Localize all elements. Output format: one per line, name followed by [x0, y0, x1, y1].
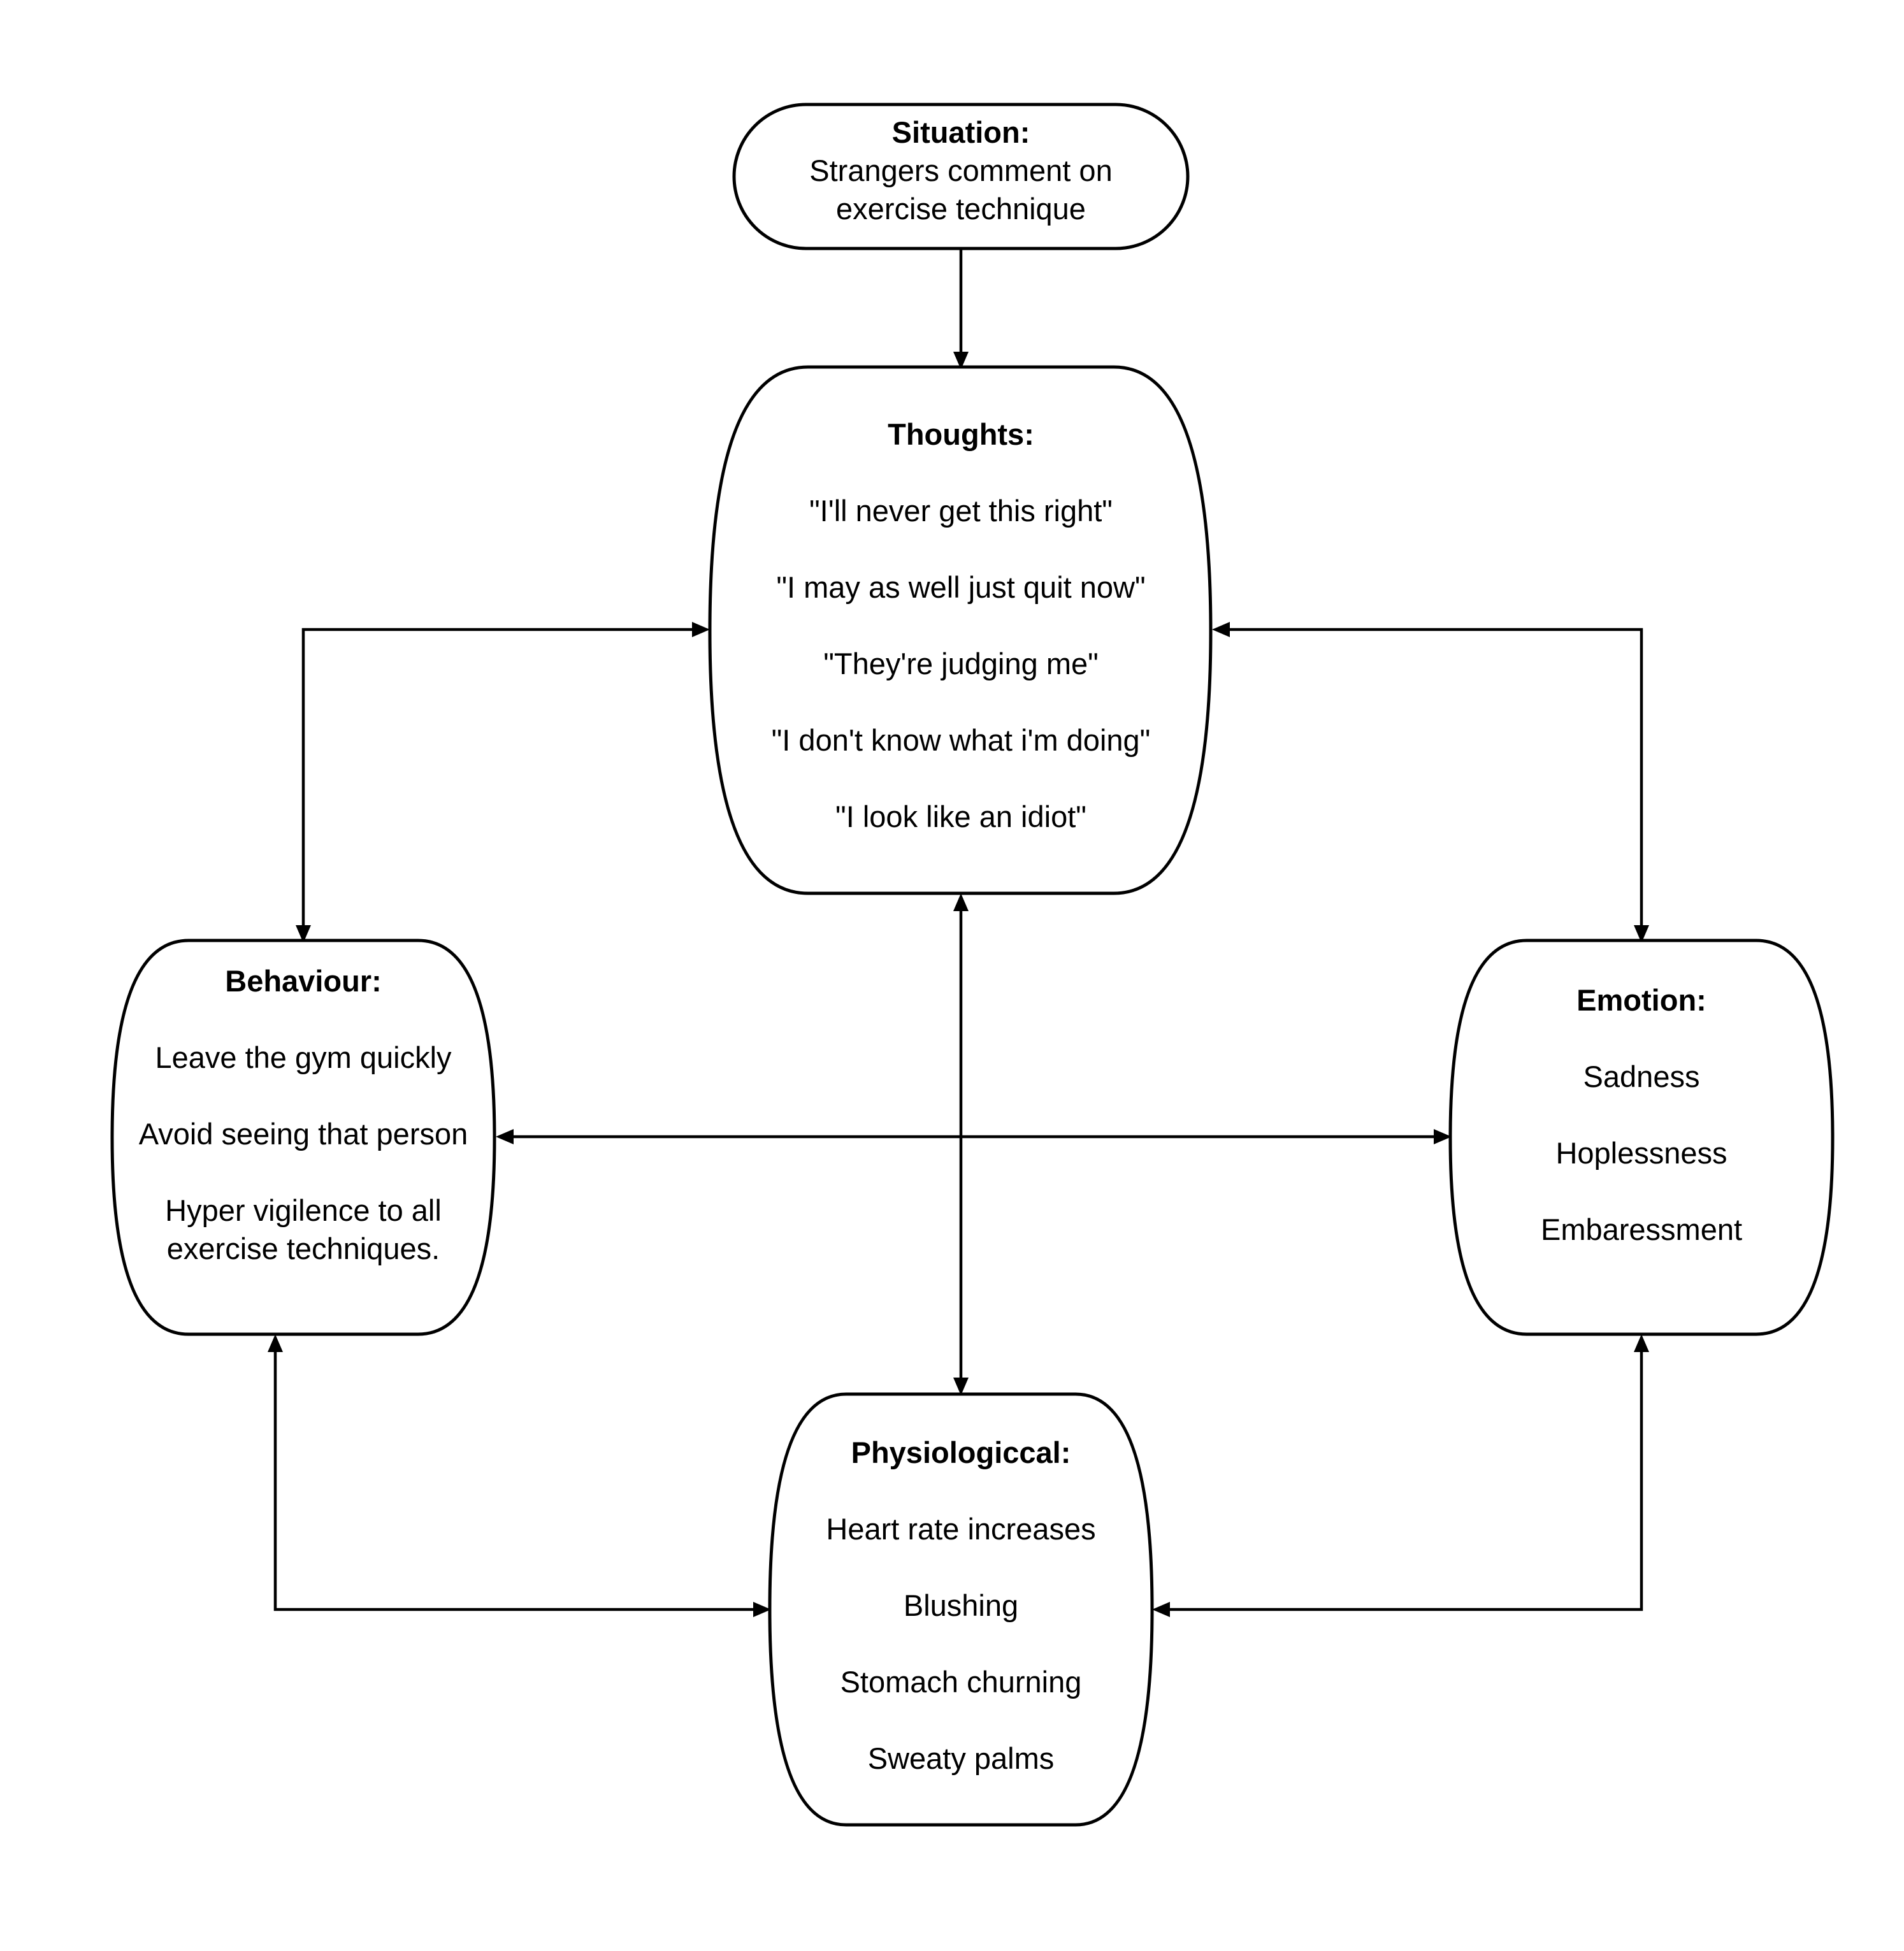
arrow-thoughts-physiological [953, 893, 969, 1395]
physiological-line: Blushing [904, 1588, 1018, 1622]
physiological-heading: Physiologiccal: [851, 1436, 1071, 1469]
arrow-situation-to-thoughts [953, 250, 969, 370]
emotion-node: Emotion: Sadness Hoplessness Embaressmen… [1448, 939, 1835, 1336]
arrow-behaviour-physiological [268, 1334, 771, 1617]
behaviour-line: Leave the gym quickly [155, 1040, 452, 1074]
situation-line: exercise technique [836, 192, 1086, 226]
emotion-heading: Emotion: [1576, 983, 1706, 1017]
situation-line: Strangers comment on [809, 154, 1112, 187]
arrow-thoughts-behaviour [296, 622, 710, 943]
emotion-line: Embaressment [1541, 1213, 1742, 1246]
behaviour-line: Avoid seeing that person [139, 1117, 468, 1151]
thoughts-line: "They're judging me" [823, 647, 1099, 680]
thoughts-node: Thoughts: "I'll never get this right" "I… [708, 365, 1213, 895]
thoughts-line: "I'll never get this right" [809, 494, 1113, 528]
behaviour-heading: Behaviour: [225, 964, 382, 998]
emotion-line: Sadness [1583, 1060, 1700, 1093]
thoughts-heading: Thoughts: [888, 417, 1034, 451]
arrow-emotion-physiological [1152, 1334, 1649, 1617]
connectors [268, 250, 1649, 1617]
behaviour-line: Hyper vigilence to all [165, 1193, 442, 1227]
behaviour-node: Behaviour: Leave the gym quickly Avoid s… [110, 939, 496, 1336]
physiological-line: Stomach churning [840, 1665, 1082, 1699]
physiological-line: Sweaty palms [868, 1741, 1055, 1775]
physiological-line: Heart rate increases [826, 1512, 1095, 1546]
situation-node: Situation: Strangers comment on exercise… [732, 103, 1190, 250]
thoughts-line: "I look like an idiot" [835, 800, 1086, 833]
behaviour-line: exercise techniques. [167, 1232, 440, 1265]
thoughts-line: "I don't know what i'm doing" [772, 723, 1151, 757]
arrow-thoughts-emotion [1212, 622, 1649, 943]
arrow-behaviour-emotion [496, 1129, 1452, 1144]
situation-heading: Situation: [892, 115, 1030, 149]
emotion-line: Hoplessness [1555, 1136, 1727, 1170]
physiological-node: Physiologiccal: Heart rate increases Blu… [768, 1392, 1154, 1827]
thoughts-line: "I may as well just quit now" [776, 570, 1145, 604]
